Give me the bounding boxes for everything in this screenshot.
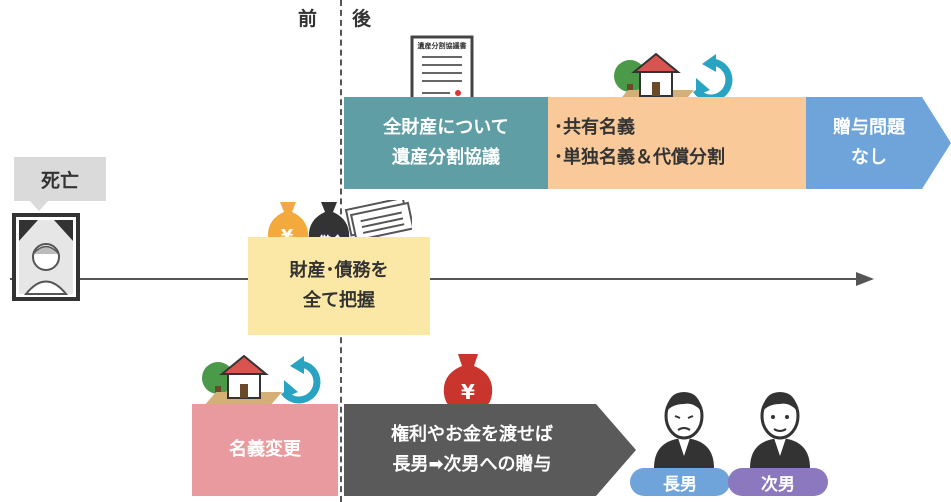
second-son-badge: 次男 [728,468,828,496]
before-label: 前 [298,8,318,30]
grasp-assets-line2: 全て把握 [303,290,375,311]
grasp-assets-box: 財産･債務を 全て把握 [248,237,430,335]
eldest-son-badge: 長男 [630,468,730,496]
gift-transfer-arrow [344,404,638,496]
memorial-portrait-icon [12,213,80,301]
house-with-refresh-icon-bottom [200,350,326,414]
death-label: 死亡 [40,169,79,192]
ownership-box: ･共有名義 ･単独名義＆代償分割 [548,97,806,189]
grasp-assets-line1: 財産･債務を [289,260,389,281]
after-label: 後 [352,8,372,30]
name-change-box: 名義変更 [192,404,338,496]
no-gift-line1: 贈与問題 [833,117,905,138]
red-yen-bag-symbol: ¥ [461,380,475,404]
document-title: 遺産分割協議書 [417,42,467,50]
timeline-axis [10,278,860,280]
gift-transfer-line2: 長男➡次男への贈与 [392,454,552,475]
red-yen-bag-icon [440,352,496,414]
estate-partition-line1: 全財産について [383,117,509,138]
death-callout: 死亡 [14,157,106,201]
name-change-label: 名義変更 [229,439,301,460]
no-gift-problem-text: 贈与問題 なし [806,97,932,189]
ownership-item-single: ･単独名義＆代償分割 [554,147,725,168]
second-son-label: 次男 [761,474,795,495]
estate-partition-line2: 遺産分割協議 [392,147,500,168]
death-callout-pointer [30,201,48,211]
estate-partition-box: 全財産について 遺産分割協議 [344,97,548,189]
ownership-item-joint: ･共有名義 [554,117,635,138]
second-son-person-icon [744,382,816,468]
timeline-arrowhead [856,272,874,286]
eldest-son-label: 長男 [663,474,697,495]
no-gift-problem-arrow [806,97,951,189]
gift-transfer-text: 権利やお金を渡せば 長男➡次男への贈与 [344,404,600,496]
no-gift-line2: なし [851,147,887,168]
gift-transfer-line1: 権利やお金を渡せば [391,424,553,445]
eldest-son-person-icon [648,382,720,468]
